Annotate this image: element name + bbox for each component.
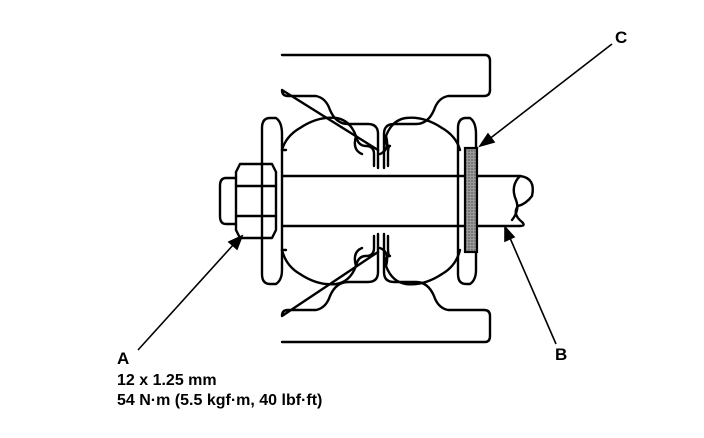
bushing-right-lower (384, 234, 462, 286)
leader-line-a (137, 243, 235, 351)
leader-line-c (487, 43, 613, 141)
callout-b: B (555, 345, 568, 364)
bolt-size: 12 x 1.25 mm (117, 372, 217, 389)
bushing-right-upper (384, 116, 462, 168)
callout-a: A (117, 349, 130, 368)
torque-value: 54 N·m (5.5 kgf·m, 40 lbf·ft) (117, 392, 323, 409)
bolt-end (218, 176, 238, 226)
spacer-c (463, 146, 479, 254)
arrowhead-b (504, 224, 516, 243)
bolt-shank (280, 174, 522, 228)
leader-line-b (509, 237, 557, 345)
right-washer (456, 116, 478, 286)
callout-c: C (615, 28, 628, 47)
arrowhead-a (227, 234, 244, 251)
lower-bracket (280, 250, 492, 344)
bolt-tip (510, 174, 534, 228)
bushing-left-lower (280, 234, 376, 286)
left-washer (260, 116, 284, 286)
torque-specification: 12 x 1.25 mm 54 N·m (5.5 kgf·m, 40 lbf·f… (117, 371, 322, 411)
bushing-left-upper (280, 116, 376, 168)
nut (234, 162, 278, 240)
arrowhead-c (478, 132, 496, 148)
